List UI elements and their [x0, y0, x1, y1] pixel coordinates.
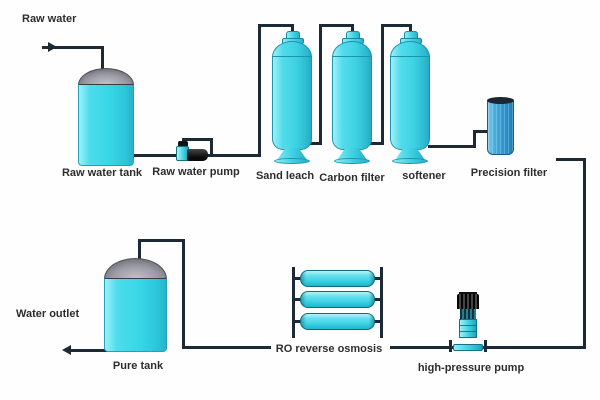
pipe-segment: [351, 24, 354, 34]
raw-water-pump-label: Raw water pump: [152, 166, 240, 178]
raw-water-tank-label: Raw water tank: [61, 167, 143, 179]
ro-unit: [292, 267, 383, 338]
water-outlet-label: Water outlet: [16, 308, 80, 320]
pipe-segment: [182, 138, 213, 141]
ro-label: RO reverse osmosis: [275, 343, 383, 355]
tank-dome: [78, 68, 134, 85]
pump-motor-cap: [459, 292, 477, 295]
pipe-segment: [319, 24, 354, 27]
raw-water-pump: [174, 141, 210, 161]
hp-pump-label: high-pressure pump: [417, 362, 525, 374]
precision-filter-label: Precision filter: [470, 167, 548, 179]
vessel-dome: [272, 41, 312, 57]
pipe-segment: [473, 130, 476, 148]
ro-frame-stub: [373, 277, 381, 280]
vessel-body: [272, 56, 312, 150]
pipe-segment: [101, 46, 104, 72]
vessel-skirt: [337, 148, 367, 160]
pump-cap: [178, 141, 188, 147]
pipe-segment: [390, 346, 586, 349]
ro-membrane-cylinder: [300, 291, 375, 308]
flow-arrow-icon: [48, 42, 57, 52]
pipe-segment: [310, 142, 322, 145]
high-pressure-pump: [449, 292, 487, 353]
vessel-body: [390, 56, 430, 150]
pipe-segment: [428, 145, 476, 148]
pipe-segment: [381, 24, 384, 145]
pipe-segment: [409, 24, 412, 34]
vessel-skirt: [277, 148, 307, 160]
pipe-segment: [210, 138, 213, 156]
vessel-body: [332, 56, 372, 150]
softener-vessel: [390, 31, 430, 165]
carbon-filter-label: Carbon filter: [319, 172, 385, 184]
vessel-base: [274, 158, 310, 164]
ro-frame-stub: [373, 298, 381, 301]
pipe-segment: [138, 239, 185, 242]
raw-water-tank: [78, 68, 134, 166]
vessel-base: [392, 158, 428, 164]
filter-cartridge: [487, 101, 514, 155]
filter-rim: [487, 97, 514, 104]
pipe-segment: [473, 130, 489, 133]
ro-frame-stub: [294, 320, 302, 323]
pump-flange: [484, 340, 487, 352]
ro-membrane-cylinder: [300, 313, 375, 330]
pump-flange: [449, 340, 452, 352]
pipe-segment: [291, 24, 294, 34]
pipe-segment: [370, 142, 384, 145]
sand-leach-vessel: [272, 31, 312, 165]
pipe-segment: [42, 46, 104, 49]
carbon-filter-vessel: [332, 31, 372, 165]
vessel-base: [334, 158, 370, 164]
flow-arrow-icon: [62, 345, 71, 355]
pump-motor: [457, 294, 479, 309]
pump-base: [453, 344, 483, 351]
ro-frame-stub: [373, 320, 381, 323]
ro-membrane-cylinder: [300, 270, 375, 287]
pipe-segment: [583, 158, 586, 349]
tank-body: [78, 84, 134, 166]
pump-neck: [460, 309, 476, 319]
vessel-dome: [390, 41, 430, 57]
feed-label: Raw water: [22, 13, 77, 25]
pure-tank-label: Pure tank: [112, 360, 164, 372]
pipe-segment: [183, 346, 271, 349]
pipe-segment: [381, 24, 412, 27]
pipe-segment: [68, 349, 110, 352]
pipe-segment: [182, 239, 185, 349]
vessel-skirt: [395, 148, 425, 160]
pipe-segment: [258, 24, 261, 157]
pipe-segment: [319, 24, 322, 145]
tank-dome: [104, 258, 167, 279]
tank-body: [104, 278, 167, 352]
pump-column: [459, 319, 477, 338]
ro-frame-stub: [294, 298, 302, 301]
ro-frame-stub: [294, 277, 302, 280]
pump-motor: [187, 149, 208, 161]
pipe-segment: [258, 24, 294, 27]
pure-tank: [104, 258, 167, 352]
precision-filter: [487, 97, 514, 158]
vessel-dome: [332, 41, 372, 57]
pipe-segment: [138, 239, 141, 261]
sand-leach-label: Sand leach: [255, 170, 315, 182]
softener-label: softener: [402, 170, 446, 182]
pipe-segment: [556, 158, 586, 161]
ro-frame-post: [380, 267, 383, 338]
ro-frame-post: [292, 267, 295, 338]
